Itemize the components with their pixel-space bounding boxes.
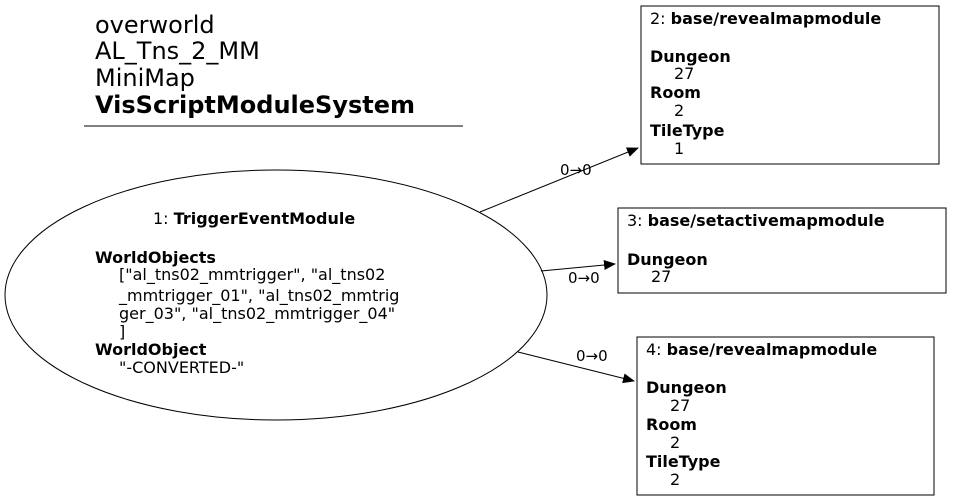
prop-value: 2 — [670, 433, 680, 452]
node-index: 1: — [153, 209, 174, 228]
edge-label: 0→0 — [576, 347, 608, 365]
node-trigger-event-module[interactable]: 1: TriggerEventModule WorldObjects ["al_… — [4, 169, 548, 421]
node-index: 4: — [646, 340, 667, 359]
node-shape — [4, 169, 548, 421]
prop-key: Dungeon — [646, 378, 727, 397]
node-heading: 1: TriggerEventModule — [153, 209, 355, 228]
title-line-1: overworld — [95, 11, 215, 39]
prop-key: Room — [646, 415, 697, 434]
prop-value: ger_03", "al_tns02_mmtrigger_04" — [119, 304, 395, 324]
node-shape — [640, 5, 940, 165]
node-name: base/revealmapmodule — [671, 9, 882, 28]
prop-value: _mmtrigger_01", "al_tns02_mmtrig — [118, 286, 399, 306]
prop-value: 27 — [674, 64, 694, 83]
node-heading: 2: base/revealmapmodule — [650, 9, 881, 28]
prop-value: 2 — [670, 470, 680, 489]
prop-value: 2 — [674, 101, 684, 120]
edge-line — [479, 147, 639, 213]
node-shape — [636, 336, 935, 496]
edge-n1-n3: 0→0 — [540, 260, 616, 287]
prop-key: WorldObject — [95, 340, 207, 359]
edge-line — [540, 260, 616, 272]
prop-key: WorldObjects — [95, 248, 216, 267]
graph-title: overworld AL_Tns_2_MM MiniMap VisScriptM… — [84, 11, 463, 127]
prop-value: ] — [119, 322, 125, 341]
node-reveal-map-module-1[interactable]: 2: base/revealmapmodule Dungeon 27 Room … — [640, 5, 940, 165]
title-system: VisScriptModuleSystem — [95, 91, 415, 119]
prop-key: Dungeon — [650, 47, 731, 66]
edge-n1-n2: 0→0 — [479, 147, 639, 213]
node-index: 2: — [650, 9, 671, 28]
edge-label: 0→0 — [568, 269, 600, 287]
prop-value: 27 — [670, 396, 690, 415]
prop-value: 1 — [674, 139, 684, 158]
prop-key: Dungeon — [627, 250, 708, 269]
prop-value: 27 — [651, 267, 671, 286]
node-heading: 4: base/revealmapmodule — [646, 340, 877, 359]
node-name: base/setactivemapmodule — [648, 211, 885, 230]
node-set-active-map-module[interactable]: 3: base/setactivemapmodule Dungeon 27 — [617, 207, 947, 294]
node-heading: 3: base/setactivemapmodule — [627, 211, 885, 230]
edge-n1-n4: 0→0 — [517, 347, 635, 384]
node-reveal-map-module-2[interactable]: 4: base/revealmapmodule Dungeon 27 Room … — [636, 336, 935, 496]
title-line-3: MiniMap — [95, 64, 195, 92]
node-name: base/revealmapmodule — [667, 340, 878, 359]
node-name: TriggerEventModule — [174, 209, 356, 228]
prop-key: TileType — [646, 452, 721, 471]
prop-key: Room — [650, 83, 701, 102]
prop-value: "-CONVERTED-" — [119, 358, 244, 377]
edge-label: 0→0 — [560, 161, 592, 179]
title-line-2: AL_Tns_2_MM — [95, 37, 260, 65]
prop-value: ["al_tns02_mmtrigger", "al_tns02 — [119, 265, 385, 285]
node-shape — [617, 207, 947, 294]
node-index: 3: — [627, 211, 648, 230]
edge-line — [517, 351, 635, 384]
prop-key: TileType — [650, 121, 725, 140]
